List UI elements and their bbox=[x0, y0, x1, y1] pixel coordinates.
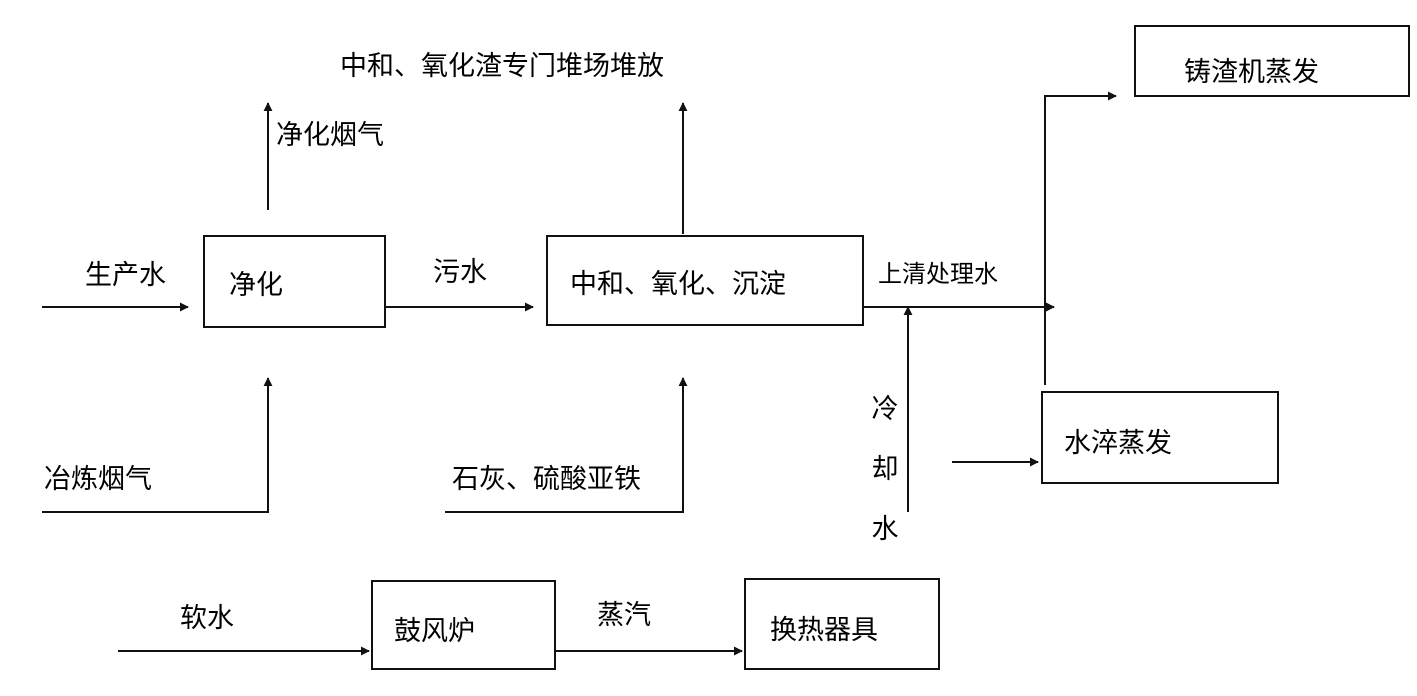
soft-water-label: 软水 bbox=[180, 603, 234, 634]
slag-caster-label: 铸渣机蒸发 bbox=[1184, 57, 1319, 88]
arrow-lime-ferrous-sulfate bbox=[445, 377, 688, 513]
purify-box: 净化 bbox=[203, 235, 386, 328]
supernatant-treated-water-label: 上清处理水 bbox=[878, 260, 998, 288]
neutralize-oxidize-settle-box: 中和、氧化、沉淀 bbox=[546, 235, 864, 326]
heat-exchanger-box: 换热器具 bbox=[744, 578, 940, 670]
purify-label: 净化 bbox=[229, 270, 283, 301]
cooling-water-label: 冷 却 水 bbox=[870, 380, 900, 560]
water-quench-box: 水淬蒸发 bbox=[1041, 391, 1279, 484]
blast-furnace-box: 鼓风炉 bbox=[371, 580, 556, 670]
cooling-water-char-3: 水 bbox=[871, 514, 899, 545]
blast-furnace-label: 鼓风炉 bbox=[394, 616, 475, 647]
slag-disposal-label: 中和、氧化渣专门堆场堆放 bbox=[340, 51, 664, 82]
neutralize-label: 中和、氧化、沉淀 bbox=[570, 269, 786, 300]
cooling-water-char-2: 却 bbox=[871, 454, 899, 485]
smelting-flue-gas-label: 冶炼烟气 bbox=[44, 464, 152, 495]
water-quench-label: 水淬蒸发 bbox=[1064, 428, 1172, 459]
arrow-smelting-flue-gas bbox=[42, 377, 273, 513]
production-water-label: 生产水 bbox=[85, 260, 166, 291]
slag-caster-box: 铸渣机蒸发 bbox=[1134, 25, 1410, 97]
steam-label: 蒸汽 bbox=[597, 600, 651, 631]
lime-ferrous-sulfate-label: 石灰、硫酸亚铁 bbox=[452, 464, 641, 495]
sewage-label: 污水 bbox=[433, 257, 487, 288]
purified-flue-gas-label: 净化烟气 bbox=[276, 120, 384, 151]
heat-exchanger-label: 换热器具 bbox=[770, 615, 878, 646]
cooling-water-char-1: 冷 bbox=[871, 394, 899, 425]
arrow-to-slag-caster bbox=[1044, 91, 1117, 385]
